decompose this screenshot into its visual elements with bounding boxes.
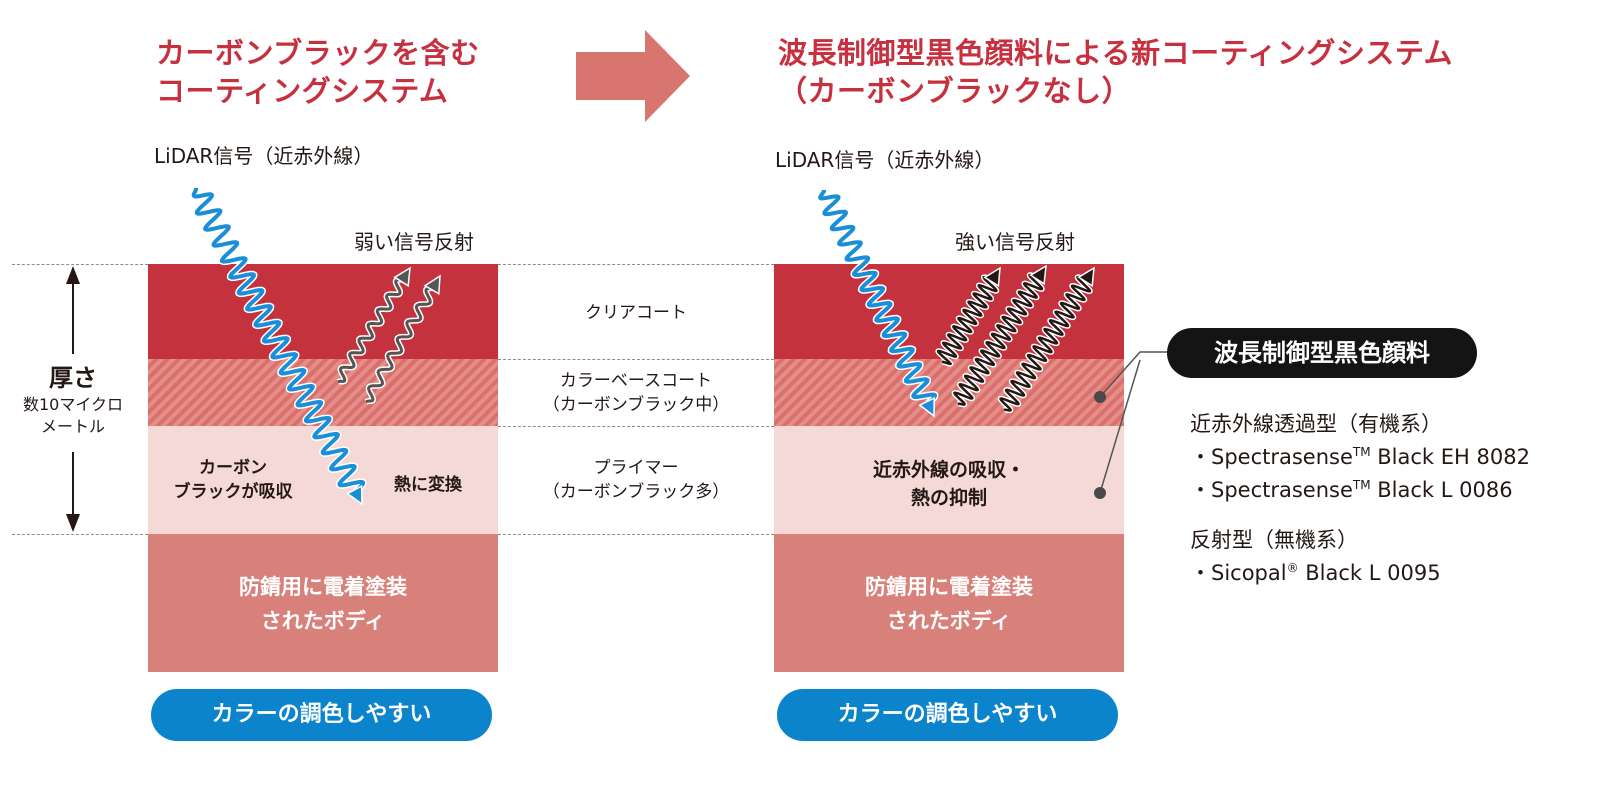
left-absorb-line2: ブラックが吸収 (173, 482, 293, 502)
base-coat-dot (1094, 391, 1106, 403)
right-incoming-signal-head-icon (918, 396, 935, 418)
left-reflection-label: 弱い信号反射 (354, 230, 474, 254)
left-absorb-line1: カーボン (199, 458, 267, 478)
pigment-group2-item: ・Sicopal® Black L 0095 (1190, 554, 1530, 587)
right-primer-line1: 近赤外線の吸収・ (872, 459, 1025, 481)
leader-line-base (1099, 351, 1167, 398)
right-primer-text: 近赤外線の吸収・ 熱の抑制 (774, 456, 1124, 512)
right-lidar-label: LiDAR信号（近赤外線） (775, 148, 995, 172)
right-color-pill: カラーの調色しやすい (777, 689, 1118, 741)
pigment-group1-title: 近赤外線透過型（有機系） (1190, 412, 1442, 436)
product-name: ・Sicopal (1190, 561, 1287, 585)
left-weak-reflection-1 (337, 278, 403, 384)
left-color-pill: カラーの調色しやすい (151, 689, 492, 741)
primer-dot (1094, 487, 1106, 499)
right-strong-reflection-1-head-icon (983, 266, 1001, 288)
right-body-line2: されたボディ (886, 609, 1012, 633)
right-primer-layer: 近赤外線の吸収・ 熱の抑制 (774, 426, 1124, 534)
thickness-sub-line1: 数10マイクロ (22, 395, 124, 414)
right-reflection-label: 強い信号反射 (955, 230, 1075, 254)
left-incoming-signal (191, 187, 366, 494)
right-title: 波長制御型黒色顔料による新コーティングシステム （カーボンブラックなし） (778, 34, 1453, 110)
left-body-text: 防錆用に電着塗装 されたボディ (148, 570, 498, 638)
base-coat-line1: カラーベースコート (559, 371, 713, 391)
right-body-text: 防錆用に電着塗装 されたボディ (774, 570, 1124, 638)
guide-line-top-mid (498, 264, 774, 265)
trademark-mark: TM (1352, 445, 1371, 459)
left-incoming-signal-head-icon (346, 484, 363, 506)
right-base-coat-layer (774, 359, 1124, 426)
guide-line-bottom-mid (498, 534, 774, 535)
primer-label: プライマー （カーボンブラック多） (530, 456, 742, 504)
left-body-line1: 防錆用に電着塗装 (239, 575, 407, 599)
thickness-label: 厚さ (49, 364, 97, 392)
guide-line-bottom-left (12, 534, 148, 535)
product-code: Black EH 8082 (1370, 445, 1530, 469)
right-incoming-signal (818, 189, 937, 405)
left-weak-reflection-2 (365, 286, 433, 404)
wave-group (190, 185, 1095, 506)
left-weak-reflection-2-head-icon (423, 274, 441, 296)
registered-mark: ® (1286, 561, 1299, 575)
left-absorb-label: カーボン ブラックが吸収 (168, 456, 298, 504)
right-strong-reflection-1 (936, 275, 998, 366)
right-title-line1: 波長制御型黒色顔料による新コーティングシステム (778, 36, 1454, 70)
clear-coat-label: クリアコート (585, 303, 687, 323)
trademark-mark: TM (1352, 478, 1371, 492)
right-body-line1: 防錆用に電着塗装 (865, 575, 1033, 599)
primer-line1: プライマー (593, 458, 679, 478)
left-title-line2: コーティングシステム (156, 74, 449, 108)
right-primer-line2: 熱の抑制 (910, 487, 987, 509)
left-body-layer: 防錆用に電着塗装 されたボディ (148, 534, 498, 672)
left-body-line2: されたボディ (260, 609, 386, 633)
leader-line-primer (1099, 359, 1141, 494)
product-name: ・Spectrasense (1190, 445, 1353, 469)
arrow-up-icon (66, 266, 80, 284)
left-lidar-label: LiDAR信号（近赤外線） (154, 144, 374, 168)
thickness-label-block: 厚さ 数10マイクロ メートル (10, 362, 136, 438)
right-title-line2: （カーボンブラックなし） (778, 74, 1132, 108)
guide-line-top-left (12, 264, 148, 265)
primer-line2: （カーボンブラック多） (542, 482, 730, 502)
right-strong-reflection-3-head-icon (1077, 266, 1095, 288)
base-coat-line2: （カーボンブラック中） (542, 395, 730, 415)
left-primer-layer: カーボン ブラックが吸収 熱に変換 (148, 426, 498, 534)
left-heat-label: 熱に変換 (394, 475, 462, 495)
pigment-group2-title: 反射型（無機系） (1190, 528, 1358, 552)
pigment-group1-item: ・SpectrasenseTM Black EH 8082 (1190, 438, 1530, 471)
thickness-sub-line2: メートル (40, 417, 105, 436)
guide-line-clear-mid (498, 359, 774, 360)
left-title-line1: カーボンブラックを含む (156, 36, 480, 70)
product-name: ・Spectrasense (1190, 478, 1353, 502)
right-body-layer: 防錆用に電着塗装 されたボディ (774, 534, 1124, 672)
arrow-down-icon (66, 514, 80, 532)
base-coat-label: カラーベースコート （カーボンブラック中） (530, 369, 742, 417)
left-base-coat-layer (148, 359, 498, 426)
right-strong-reflection-2-head-icon (1029, 264, 1047, 286)
right-strong-reflection-3 (999, 275, 1092, 412)
guide-line-base-mid (498, 426, 774, 427)
pigment-list: 近赤外線透過型（有機系） ・SpectrasenseTM Black EH 80… (1190, 410, 1530, 587)
product-code: Black L 0086 (1370, 478, 1513, 502)
right-strong-reflection-2 (953, 273, 1044, 406)
product-code: Black L 0095 (1298, 561, 1441, 585)
pigment-badge: 波長制御型黒色顔料 (1167, 328, 1477, 378)
pigment-group1-item: ・SpectrasenseTM Black L 0086 (1190, 471, 1530, 504)
left-weak-reflection-1-head-icon (393, 266, 411, 288)
left-title: カーボンブラックを含む コーティングシステム (156, 34, 480, 110)
right-arrow-icon (576, 30, 690, 122)
